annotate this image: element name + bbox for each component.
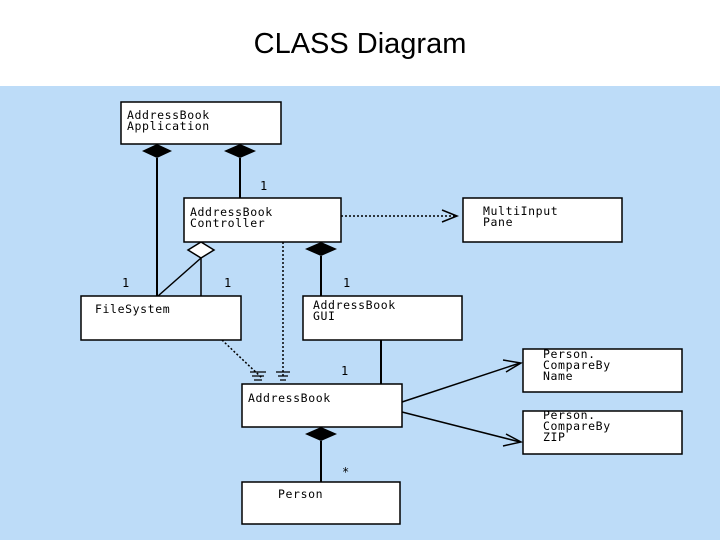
arrowhead-comparezip xyxy=(502,433,524,447)
arrowhead-controller-addressbook xyxy=(276,371,290,381)
class-addressbook[interactable]: AddressBook xyxy=(241,383,403,428)
class-label: Person. xyxy=(543,408,596,422)
class-person-comparebyname[interactable]: Person. CompareBy Name xyxy=(522,347,683,393)
slide-title: CLASS Diagram xyxy=(253,28,467,60)
diamond-app-left xyxy=(142,144,172,158)
multiplicity-gui-addressbook: 1 xyxy=(341,364,348,378)
multiplicity-controller-filesystem-left: 1 xyxy=(122,276,129,290)
class-label: CompareBy xyxy=(543,419,611,433)
diamond-addressbook-person xyxy=(305,427,337,441)
class-label: FileSystem xyxy=(95,302,170,316)
class-filesystem[interactable]: FileSystem xyxy=(80,295,242,341)
class-label: CompareBy xyxy=(543,358,611,372)
class-label: Controller xyxy=(190,216,265,230)
edge-addressbook-comparezip xyxy=(401,411,521,443)
class-person[interactable]: Person xyxy=(241,481,401,525)
class-label: Person. xyxy=(543,347,596,361)
open-diamond-controller xyxy=(186,241,216,259)
title-bar: CLASS Diagram xyxy=(0,0,720,86)
multiplicity-controller-gui: 1 xyxy=(343,276,350,290)
class-label: AddressBook xyxy=(248,391,331,405)
edge-addressbook-comparename xyxy=(401,362,521,403)
class-label: MultiInput xyxy=(483,204,558,218)
class-label: Name xyxy=(543,369,573,383)
class-multiinput-pane[interactable]: MultiInput Pane xyxy=(462,197,623,243)
class-label: AddressBook xyxy=(190,205,273,219)
multiplicity-addressbook-person: * xyxy=(342,465,349,479)
class-label: ZIP xyxy=(543,430,566,444)
class-label: Application xyxy=(127,119,210,133)
class-label: GUI xyxy=(313,309,336,323)
diamond-controller-gui xyxy=(305,242,337,256)
class-label: AddressBook xyxy=(127,108,210,122)
class-label: AddressBook xyxy=(313,298,396,312)
diamond-app-right xyxy=(224,144,256,158)
arrowhead-comparename xyxy=(502,359,524,373)
class-addressbook-application[interactable]: AddressBook Application xyxy=(120,101,282,145)
edge-controller-filesystem-a xyxy=(157,257,202,297)
diagram-canvas: AddressBook Application AddressBook Cont… xyxy=(0,86,720,540)
class-addressbook-controller[interactable]: AddressBook Controller xyxy=(183,197,342,243)
class-diagram: AddressBook Application AddressBook Cont… xyxy=(80,101,683,525)
class-addressbook-gui[interactable]: AddressBook GUI xyxy=(302,295,463,341)
arrowhead-multi xyxy=(441,209,460,223)
class-person-comparebyzip[interactable]: Person. CompareBy ZIP xyxy=(522,408,683,455)
arrowhead-filesystem-addressbook xyxy=(250,371,266,381)
class-label: Pane xyxy=(483,215,513,229)
class-label: Person xyxy=(278,487,323,501)
multiplicity-app-controller: 1 xyxy=(260,179,267,193)
multiplicity-controller-filesystem-right: 1 xyxy=(224,276,231,290)
